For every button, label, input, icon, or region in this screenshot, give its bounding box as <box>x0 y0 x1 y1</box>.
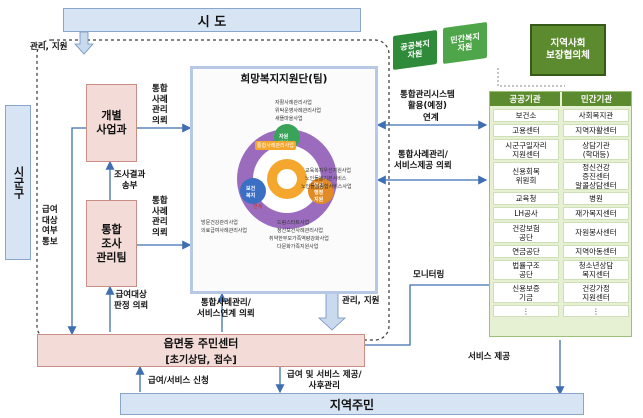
center-badge: 통합사례관리사업 <box>255 141 296 150</box>
cell-private: 건강가정 지원센터 <box>563 282 629 303</box>
wheel-right-label: 일선 행정 지원 <box>314 183 324 203</box>
cell-private: 정신건강 증진센터 알콜상담센터 <box>563 162 629 190</box>
cell-public: 보건소 <box>493 109 559 122</box>
system-use-label: 통합관리시스템 활용(예정) <box>400 90 455 111</box>
item-bottom-2: 정신보건사례관리사업 <box>277 228 324 234</box>
provide-label: 급여 및 서비스 제공/ 사후관리 <box>287 370 362 391</box>
hope-center-box: 희망복지지원단(팀) 자원 관리 보건 복지 일선 행정 지원 통합사례관리사업… <box>190 66 378 294</box>
residents-box: 지역주민 <box>120 393 584 415</box>
cell-private: 재가복지센터 <box>563 207 629 220</box>
personal-division-box: 개별 사업과 <box>86 84 137 162</box>
item-left-1: 방문건강관리사업 <box>201 220 238 226</box>
monitoring-label: 모니터링 <box>413 270 445 280</box>
item-top-1: 자활사례관리사업 <box>275 100 312 106</box>
community-center-line2: [초기상담, 접수] <box>165 355 237 366</box>
cell-private: 사회복지관 <box>563 109 629 122</box>
survey-send-label: 조사결과 송부 <box>114 170 146 191</box>
case-mgmt-label-1: 통합 사례 관리 의뢰 <box>152 84 168 126</box>
private-resources-label: 민간복지 자원 <box>450 31 480 54</box>
district-label: 시군구 <box>12 166 25 199</box>
province-label: 시 도 <box>197 14 227 30</box>
case-mgmt-label-2: 통합 사례 관리 의뢰 <box>152 196 168 238</box>
cell-public: ⋮ <box>493 305 559 317</box>
cell-public: 교육청 <box>493 192 559 205</box>
benefit-review-label: 급여대상 판정 의뢰 <box>114 290 149 311</box>
private-resources-block: 민간복지 자원 <box>443 21 487 65</box>
wheel-left-label: 보건 복지 <box>246 186 256 199</box>
integrated-team-label: 통합 조사 관리팀 <box>96 222 127 264</box>
item-left-2: 의료급여사례관리사업 <box>201 228 248 234</box>
cell-private: 청소년상담 복지센터 <box>563 260 629 280</box>
item-top-2: 위탁운영사례관리사업 <box>275 108 322 114</box>
case-mgmt-req-label: 통합사례관리/ 서비스제공 의뢰 <box>394 150 452 171</box>
cell-private: 상담기관 (학대등) <box>563 139 629 160</box>
item-bottom-4: 다문화가족지원사업 <box>277 244 319 250</box>
cell-public: 연금공단 <box>493 245 559 258</box>
community-center-box: 읍면동 주민센터 [초기상담, 접수] <box>37 334 365 367</box>
cell-private: 병원 <box>563 192 629 205</box>
service-wheel <box>237 124 337 229</box>
cell-public: 법률구조 공단 <box>493 260 559 280</box>
apply-label: 급여/서비스 신청 <box>148 376 209 386</box>
item-right-1: 교육복지우선지원사업 <box>305 168 352 174</box>
community-center-line1: 읍면동 주민센터 <box>163 337 239 350</box>
hope-center-title: 희망복지지원단(팀) <box>240 73 328 85</box>
item-bottom-1: 드림스타트사업 <box>277 220 310 226</box>
link-label: 연계 <box>423 113 439 123</box>
cell-public: 건강보험 공단 <box>493 222 559 243</box>
admin-support-label: 관리, 지원 <box>30 42 68 52</box>
cell-private: 자원봉사센터 <box>563 222 629 243</box>
cell-public: 신용보증 기금 <box>493 282 559 303</box>
council-label: 지역사회 보장협의체 <box>546 38 590 61</box>
cell-public: LH공사 <box>493 207 559 220</box>
district-box: 시군구 <box>5 105 31 260</box>
item-bottom-3: 취약한부모가족역량강화사업 <box>269 236 329 242</box>
item-right-2: 노인돌봄기본서비스 <box>305 176 347 182</box>
case-service-label: 통합사례관리/ 서비스연계 의뢰 <box>197 298 255 319</box>
item-right-3: 노인돌봄종합서비스사업 <box>301 184 352 190</box>
header-private: 민간기관 <box>562 92 631 106</box>
benefit-notice-label: 급여 대상 여부 통보 <box>42 205 58 247</box>
cell-private: 지역자활센터 <box>563 124 629 137</box>
item-top-3: 새뜰마을사업 <box>275 116 303 122</box>
residents-label: 지역주민 <box>329 397 375 412</box>
header-public: 공공기관 <box>490 92 560 106</box>
cell-public: 시군구일자리 지원센터 <box>493 139 559 160</box>
cell-private: ⋮ <box>563 305 629 317</box>
top-down-arrow <box>74 31 94 55</box>
council-block: 지역사회 보장협의체 <box>530 24 606 76</box>
cell-private: 지역아동센터 <box>563 245 629 258</box>
personal-division-label: 개별 사업과 <box>96 109 127 136</box>
region-frame <box>36 39 390 341</box>
admin-support2-label: 관리, 지원 <box>342 296 380 306</box>
public-resources-label: 공공복지 자원 <box>400 38 430 61</box>
wheel-link-label: 연계 <box>253 204 263 210</box>
integrated-team-box: 통합 조사 관리팀 <box>86 200 137 287</box>
hope-down-arrow <box>317 289 347 331</box>
service-provision-label: 서비스 제공 <box>468 352 511 362</box>
public-resources-block: 공공복지 자원 <box>393 29 437 71</box>
cell-public: 고용센터 <box>493 124 559 137</box>
province-box: 시 도 <box>63 8 361 32</box>
cell-public: 신용회복 위원회 <box>493 162 559 190</box>
